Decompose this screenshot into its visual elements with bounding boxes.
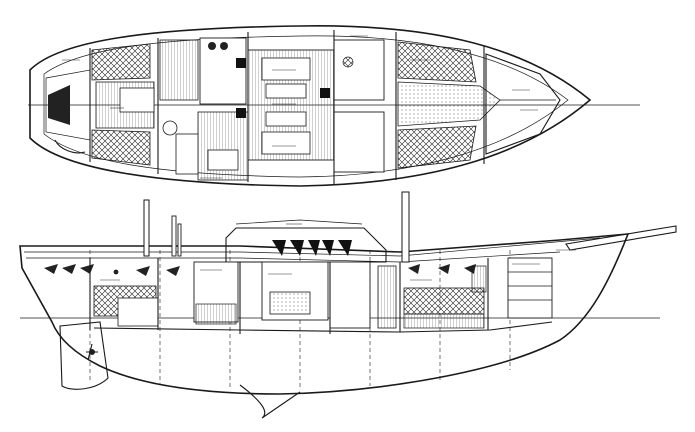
- plan-hull-outline: [29, 25, 592, 187]
- profile-hull: [19, 233, 630, 395]
- mizzen-mast: [143, 199, 150, 257]
- stern-detail: [54, 139, 86, 154]
- inboard-profile-view: [19, 191, 677, 419]
- mid-storage: [333, 111, 385, 173]
- forepeak-outline: [485, 53, 561, 155]
- mast-step-mark-3: [320, 88, 330, 98]
- deck-plan-view: [28, 25, 640, 187]
- galley-cabinet: [175, 133, 199, 175]
- galley-sink: [207, 149, 239, 171]
- saloon-table-1: [265, 83, 307, 99]
- saloon-table-2: [265, 111, 307, 127]
- aft-table: [119, 87, 155, 113]
- mid-head-bowl: [342, 56, 354, 68]
- forward-lockers: [403, 313, 485, 329]
- forward-cabin-berth-stbd: [397, 125, 477, 169]
- lazarette-hatch: [48, 85, 70, 125]
- head-fixture-1: [208, 42, 216, 50]
- forepeak-shelf-lines: [508, 271, 552, 301]
- mid-head: [333, 39, 385, 101]
- aft-cabin-lockers: [117, 297, 159, 327]
- forepeak-shelves: [507, 257, 553, 319]
- aft-seat: [162, 120, 178, 136]
- aft-berth-port: [91, 43, 151, 81]
- bulwark-line: [24, 237, 601, 257]
- keel: [239, 384, 301, 419]
- sheer-line: [26, 251, 561, 263]
- engine-block: [269, 291, 311, 315]
- bowsprit: [565, 225, 677, 251]
- rudder: [59, 321, 109, 390]
- propeller: [86, 343, 98, 361]
- deckhouse-roof: [235, 219, 363, 225]
- saloon-settee-lower: [261, 131, 311, 155]
- companionway-ladder: [377, 265, 397, 329]
- saloon-settee-upper: [261, 57, 311, 81]
- main-mast: [401, 191, 410, 263]
- aft-berth-stbd: [91, 129, 151, 166]
- plan-annotation-marks: [62, 35, 538, 179]
- vent-pipe: [171, 215, 177, 257]
- head-fixture-2: [220, 42, 228, 50]
- plan-bulkheads: [89, 30, 485, 184]
- forward-cabin-berth-port: [397, 41, 477, 83]
- mast-step-mark-2: [236, 108, 246, 118]
- companionway-door: [329, 261, 371, 329]
- forward-sole: [397, 81, 501, 127]
- galley-drawers: [195, 303, 237, 325]
- profile-bulkheads: [89, 258, 489, 334]
- cabin-sole-line: [93, 321, 553, 333]
- mast-step-mark-1: [236, 58, 246, 68]
- vent-pipe-2: [177, 223, 182, 257]
- forward-head-elevation: [471, 265, 487, 293]
- heads-aft: [159, 39, 199, 101]
- deckhouse: [225, 227, 387, 263]
- portlights: [44, 264, 476, 276]
- deckhouse-windows: [272, 240, 352, 256]
- profile-annotation-marks: [100, 223, 576, 281]
